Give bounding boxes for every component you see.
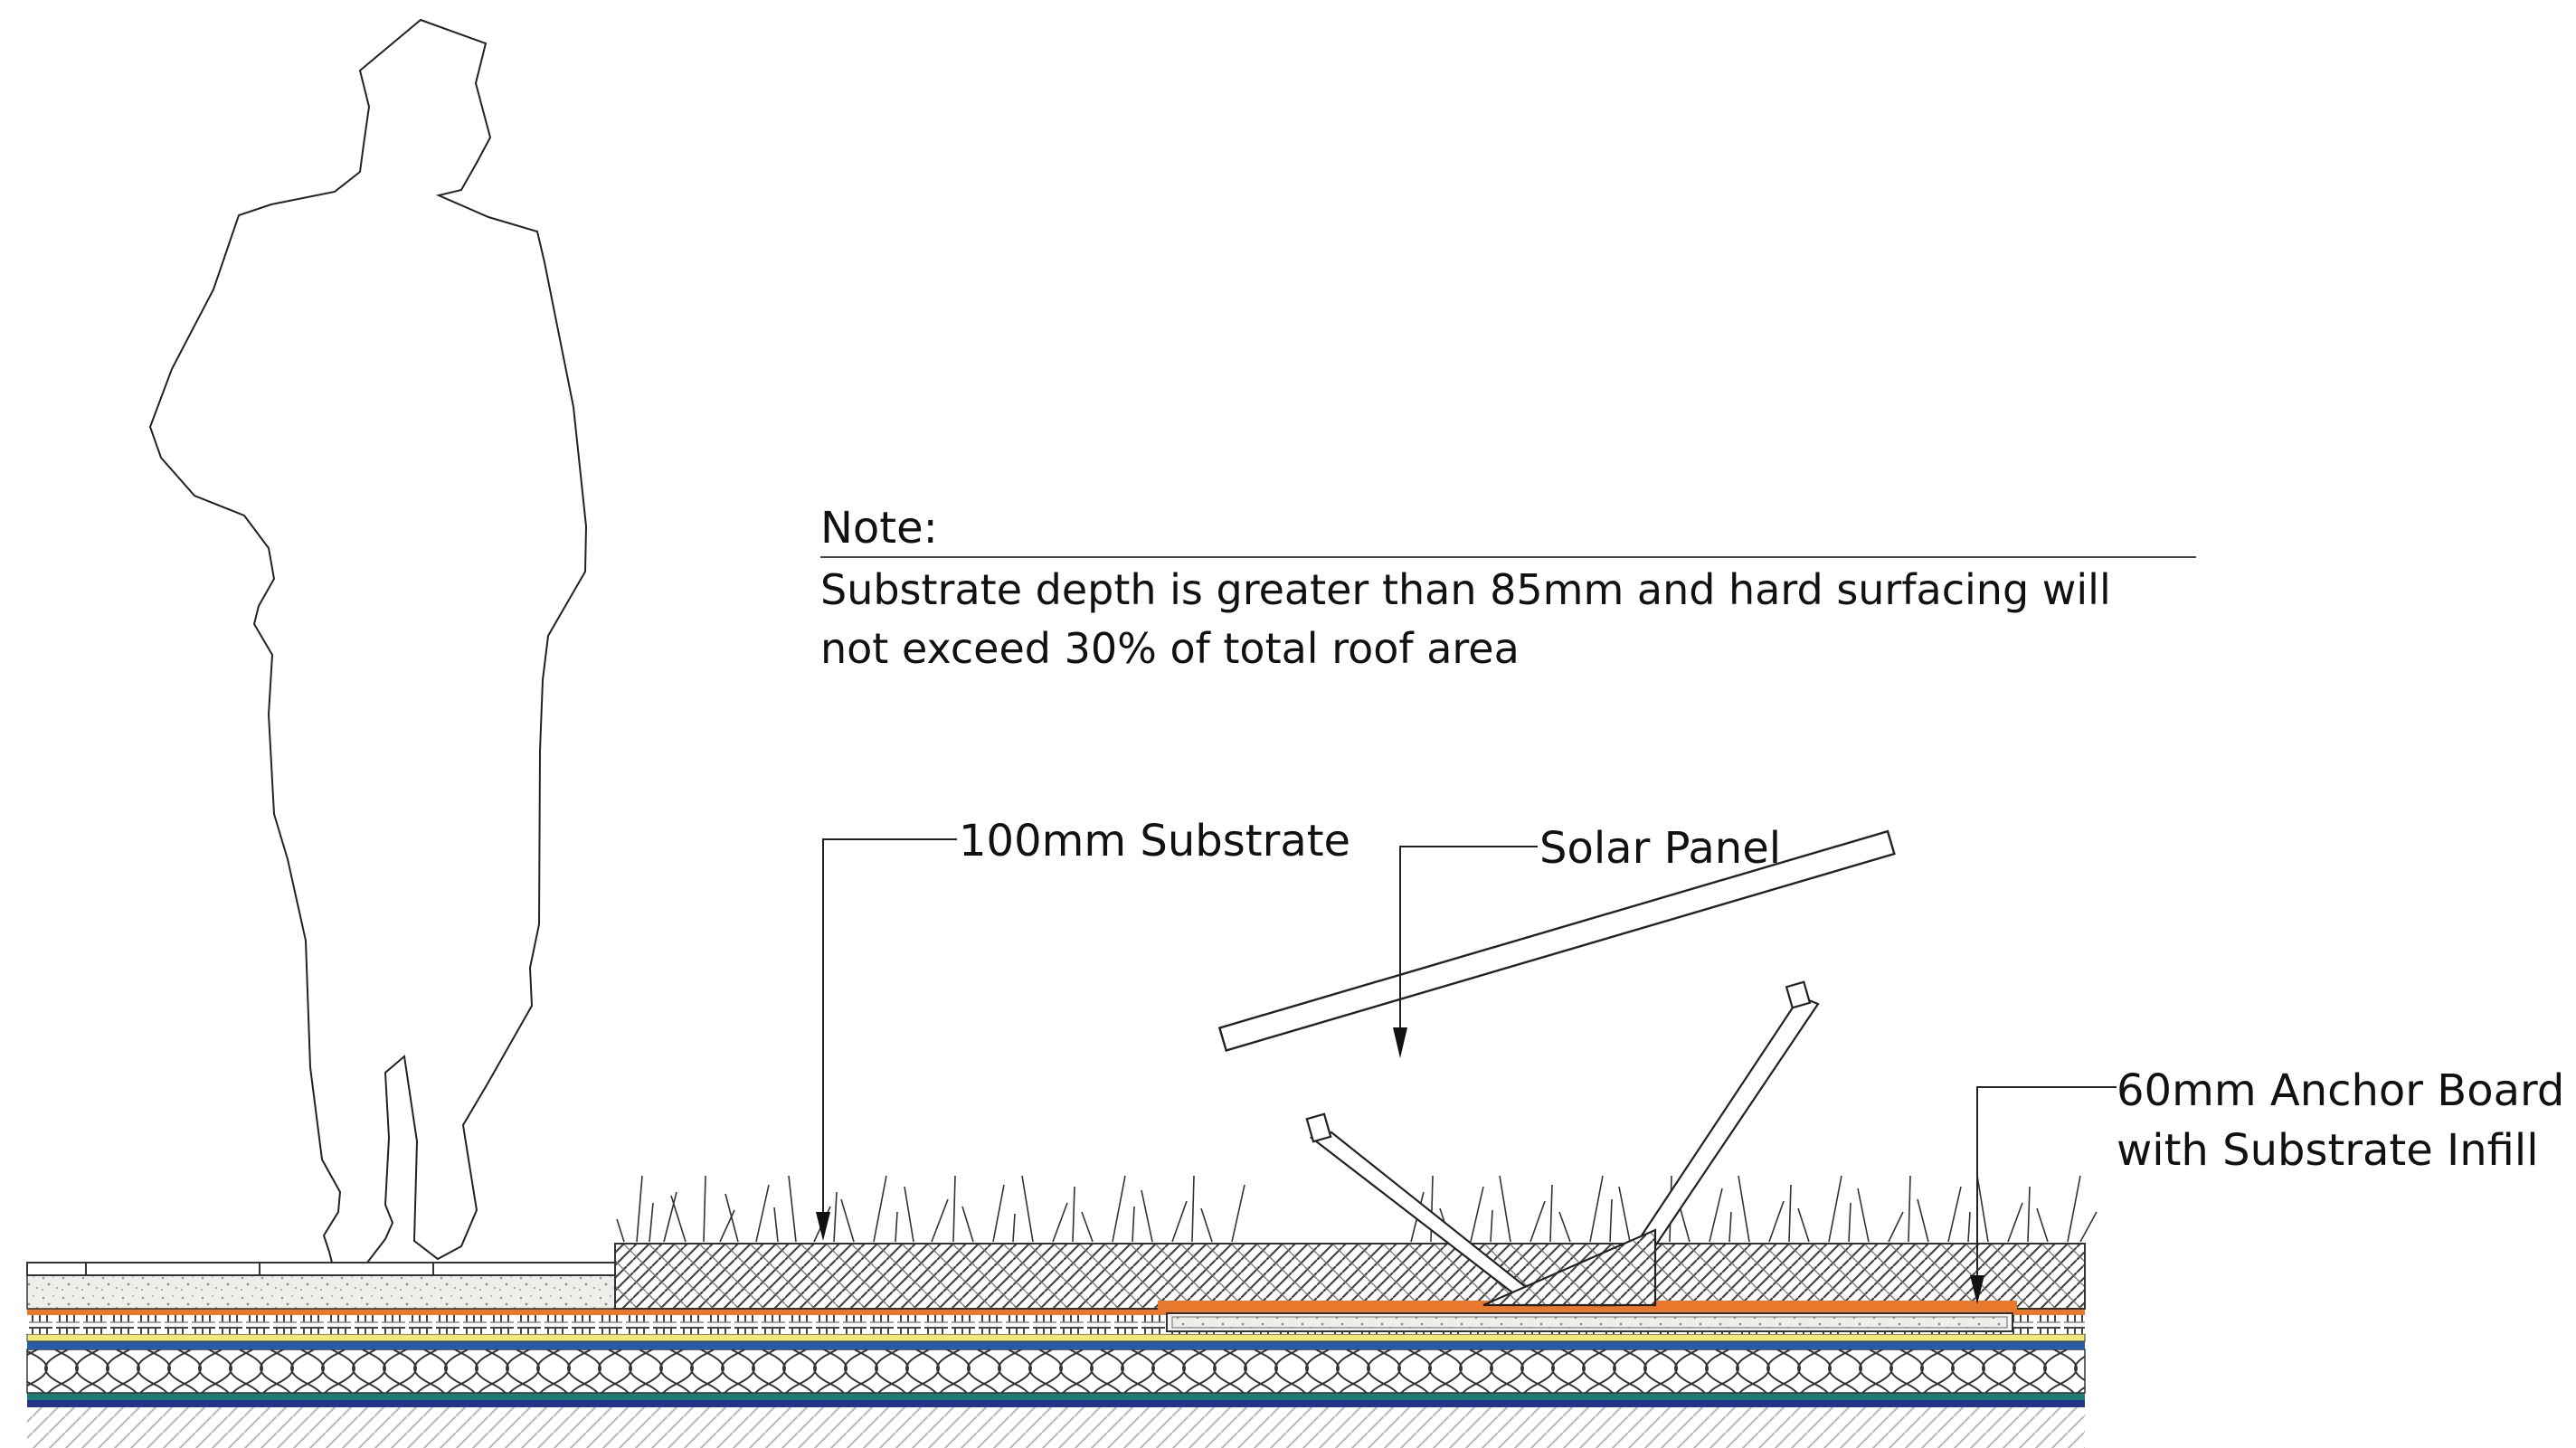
leader-line xyxy=(1976,1086,2117,1292)
label-anchor-board-line-2: with Substrate Infill xyxy=(2117,1125,2539,1176)
roof-section xyxy=(26,829,2098,1448)
orange-membrane xyxy=(27,1309,2085,1315)
separation-layer-top xyxy=(27,1341,2085,1349)
label-100mm-substrate: 100mm Substrate xyxy=(959,816,1350,866)
teal-layer xyxy=(27,1393,2085,1400)
leader-line xyxy=(1399,846,1538,1042)
human-silhouette-figure xyxy=(148,18,588,1263)
arrowhead xyxy=(816,1212,830,1241)
callout-substrate: 100mm Substrate xyxy=(816,816,1350,1241)
arrowhead xyxy=(1970,1275,1984,1304)
paving-slabs xyxy=(26,1262,616,1276)
note-block: Note: Substrate depth is greater than 85… xyxy=(820,503,2196,673)
arrowhead xyxy=(1393,1027,1407,1058)
label-solar-panel: Solar Panel xyxy=(1539,823,1781,874)
grass-vegetation xyxy=(616,1175,2098,1243)
note-text-line-2: not exceed 30% of total roof area xyxy=(820,624,1520,673)
structural-deck xyxy=(27,1407,2085,1448)
leader-line xyxy=(822,838,957,1228)
callout-anchor-board: 60mm Anchor Board with Substrate Infill xyxy=(1970,1065,2564,1304)
solar-panel-frame xyxy=(1305,980,1820,1307)
substrate-layer xyxy=(614,1243,2086,1310)
yellow-layer xyxy=(26,1333,2086,1342)
paving-bedding xyxy=(26,1274,616,1310)
note-text-line-1: Substrate depth is greater than 85mm and… xyxy=(820,565,2111,614)
anchor-board xyxy=(1158,1301,2017,1332)
solar-panel xyxy=(1217,829,1896,1052)
callout-solar-panel: Solar Panel xyxy=(1393,823,1781,1058)
label-anchor-board-line-1: 60mm Anchor Board xyxy=(2117,1065,2564,1116)
vapour-control-layer xyxy=(27,1400,2085,1407)
insulation-layer xyxy=(26,1349,2086,1394)
note-heading: Note: xyxy=(820,503,938,554)
